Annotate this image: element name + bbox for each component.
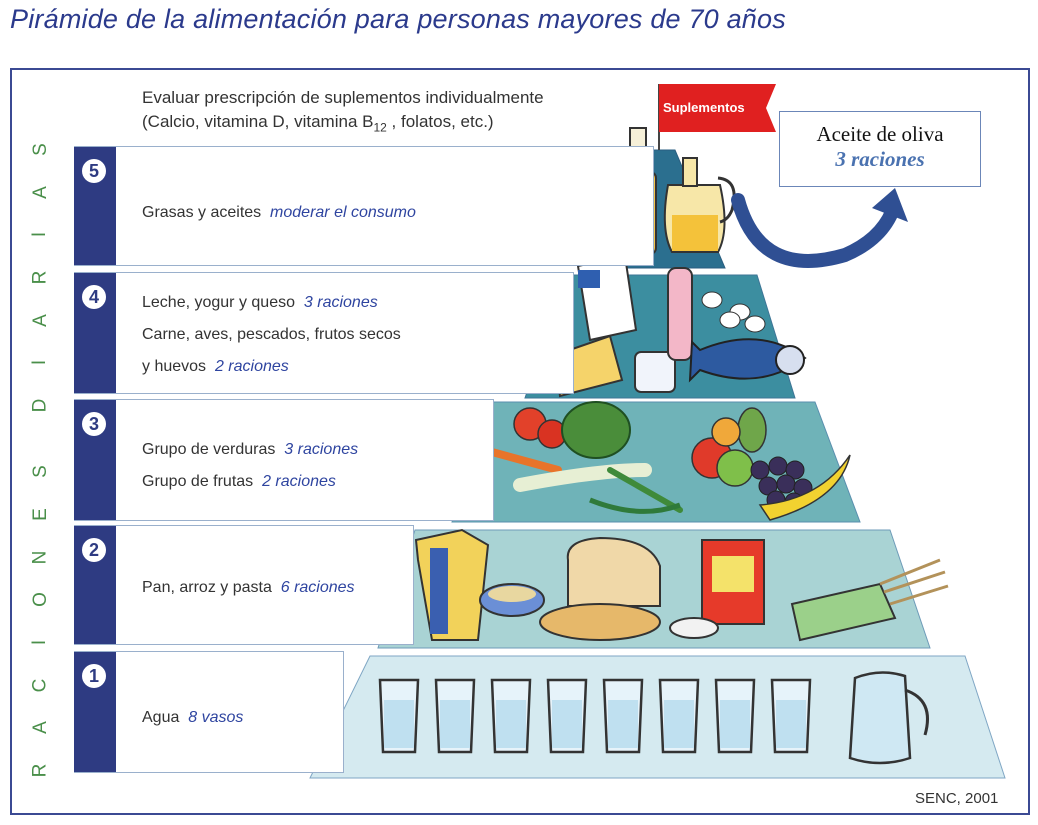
supplements-line-2-start: (Calcio, vitamina D, vitamina B [142,112,373,131]
level-bar: 1 [74,652,116,772]
level-3-row: 3 Grupo de verduras 3 raciones Grupo de … [74,399,494,521]
supplements-line-2-end: , folatos, etc.) [387,112,494,131]
side-letter: R [30,763,49,777]
servings: 3 raciones [304,294,378,311]
side-letter: C [30,678,49,692]
olive-oil-servings: 3 raciones [780,147,980,172]
level-bar: 5 [74,147,116,265]
source-credit: SENC, 2001 [915,790,998,807]
side-letter: E [31,508,50,521]
level-1-text: Agua 8 vasos [142,702,243,734]
side-letter: S [31,143,50,156]
page-title: Pirámide de la alimentación para persona… [10,4,786,35]
olive-oil-callout: Aceite de oliva 3 raciones [779,111,981,187]
food-group: Grupo de frutas [142,473,253,490]
servings: 3 raciones [284,441,358,458]
level-bar: 2 [74,526,116,644]
level-line: Grupo de verduras 3 raciones [142,434,358,466]
side-label-raciones-diarias: S A I R A I D S E N O I C A R [26,140,54,780]
food-group: y huevos [142,358,206,375]
level-number: 5 [82,159,106,183]
level-number: 1 [82,664,106,688]
olive-oil-label: Aceite de oliva [780,122,980,147]
level-bar: 4 [74,273,116,393]
level-3-text: Grupo de verduras 3 raciones Grupo de fr… [142,434,358,498]
supplements-line-1: Evaluar prescripción de suplementos indi… [142,86,544,110]
food-group: Pan, arroz y pasta [142,579,272,596]
side-letter: R [30,271,49,285]
servings: 8 vasos [188,709,243,726]
level-number: 3 [82,412,106,436]
side-letter: A [31,186,50,199]
level-bar: 3 [74,400,116,520]
level-line: y huevos 2 raciones [142,351,401,383]
level-line: Grupo de frutas 2 raciones [142,466,358,498]
level-line: Grasas y aceites moderar el consumo [142,197,416,229]
food-group: Leche, yogur y queso [142,294,295,311]
level-5-text: Grasas y aceites moderar el consumo [142,197,416,229]
level-4-row: 4 Leche, yogur y queso 3 raciones Carne,… [74,272,574,394]
servings: 6 raciones [281,579,355,596]
side-letter: O [31,592,50,607]
food-group: Grupo de verduras [142,441,275,458]
side-letter: N [30,550,49,564]
level-line: Carne, aves, pescados, frutos secos [142,319,401,351]
level-1-row: 1 Agua 8 vasos [74,651,344,773]
side-letter: A [31,721,50,734]
servings: moderar el consumo [270,204,416,221]
side-letter: I [31,640,50,645]
level-2-row: 2 Pan, arroz y pasta 6 raciones [74,525,414,645]
supplements-text: Evaluar prescripción de suplementos indi… [142,86,544,139]
side-letter: I [31,232,50,237]
food-group: Agua [142,709,179,726]
level-line: Leche, yogur y queso 3 raciones [142,287,401,319]
side-letter: A [31,314,50,327]
level-5-row: 5 Grasas y aceites moderar el consumo [74,146,654,266]
tier-3-vegetables-fruits [452,402,860,522]
level-line: Pan, arroz y pasta 6 raciones [142,572,355,604]
level-2-text: Pan, arroz y pasta 6 raciones [142,572,355,604]
servings: 2 raciones [262,473,336,490]
level-line: Agua 8 vasos [142,702,243,734]
side-letter: D [30,399,49,413]
food-group: Grasas y aceites [142,204,261,221]
level-number: 2 [82,538,106,562]
food-group: Carne, aves, pescados, frutos secos [142,326,401,343]
side-letter: S [31,465,50,478]
supplements-line-2: (Calcio, vitamina D, vitamina B12 , fola… [142,110,544,139]
tier-2-cereals [378,530,930,648]
level-4-text: Leche, yogur y queso 3 raciones Carne, a… [142,287,401,383]
servings: 2 raciones [215,358,289,375]
side-letter: I [31,360,50,365]
level-number: 4 [82,285,106,309]
supplements-subscript: 12 [373,120,386,134]
tier-1-water [310,656,1005,778]
